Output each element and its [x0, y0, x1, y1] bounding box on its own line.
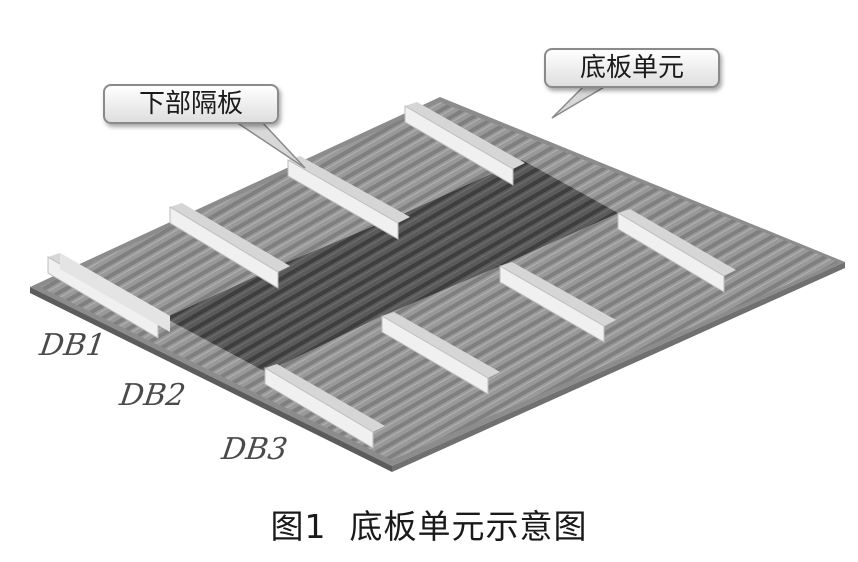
diaphragm-row-2 [169, 203, 290, 289]
diaphragm-row-7 [499, 262, 616, 343]
diaphragm-row-3 [287, 156, 410, 240]
panel-label-db1: DB1 [37, 328, 108, 363]
callout-bottom-unit: 底板单元 [544, 48, 720, 88]
figure-caption: 图1 底板单元示意图 [270, 507, 588, 546]
deck-edge-side [392, 262, 845, 472]
diaphragm-row-4 [404, 102, 525, 186]
panel-label-db2: DB2 [117, 378, 188, 413]
diaphragm-row-6 [381, 312, 500, 395]
deck-edge [30, 287, 392, 472]
diaphragm-row-5 [264, 364, 385, 449]
bottom-unit-db1 [165, 264, 382, 372]
panel-label-db3: DB3 [219, 432, 290, 467]
callout-pointer-lower-diaphragm [233, 121, 306, 169]
bottom-plate-unit-diagram [30, 85, 845, 472]
callout-pointer-bottom-unit [551, 85, 609, 119]
bottom-unit-db3 [405, 160, 618, 266]
diaphragm-row-1 [47, 253, 170, 339]
bottom-unit-db2 [283, 213, 500, 316]
diaphragm-row-8 [617, 209, 736, 293]
callout-lower-diaphragm: 下部隔板 [103, 84, 279, 124]
